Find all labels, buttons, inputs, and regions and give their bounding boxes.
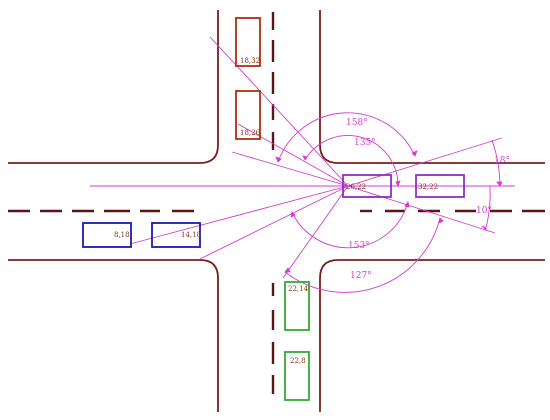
vehicle-label-west-1: 8,18 xyxy=(114,231,130,239)
vehicle-labels: 18,32 18,26 8,18 14,18 22,14 22,8 26,22 … xyxy=(114,57,438,365)
vehicles xyxy=(82,17,465,401)
arrow-head xyxy=(404,201,410,208)
vehicle-label-north-2: 18,26 xyxy=(240,129,261,137)
vehicle-label-center: 26,22 xyxy=(346,183,366,191)
road-edge-sw xyxy=(8,259,219,412)
arrow-heads xyxy=(275,150,503,273)
sight-line xyxy=(231,151,349,187)
vehicle-north-1 xyxy=(235,17,261,67)
arrow-head xyxy=(496,181,503,187)
vehicle-east xyxy=(415,174,465,198)
arrow-head xyxy=(275,156,282,163)
sight-line xyxy=(237,123,349,187)
sight-line xyxy=(347,137,503,187)
road-edge-ne xyxy=(319,10,545,164)
vehicle-center xyxy=(342,174,392,198)
arrow-head xyxy=(438,217,444,224)
vehicle-north-2 xyxy=(235,90,261,140)
angle-label-135: 135° xyxy=(354,138,376,148)
sight-line xyxy=(199,185,349,260)
vehicle-south-1 xyxy=(284,281,310,331)
sight-line xyxy=(209,36,349,187)
arrow-head xyxy=(411,150,418,157)
arrow-head xyxy=(302,155,308,161)
sight-line xyxy=(282,185,349,279)
angle-arc-158 xyxy=(277,112,416,163)
angle-labels: 158° 135° 153° 127° 18° 10° xyxy=(346,118,510,281)
lane-dashes xyxy=(8,12,545,394)
road-edges xyxy=(8,10,545,412)
angle-label-18: 18° xyxy=(494,156,510,166)
angle-arc-10 xyxy=(485,185,491,229)
vehicle-label-south-2: 22,8 xyxy=(290,357,306,365)
angle-label-10: 10° xyxy=(476,206,492,216)
vehicle-west-2 xyxy=(151,222,201,248)
angle-arc-153 xyxy=(291,201,409,249)
vehicle-south-2 xyxy=(284,351,310,401)
arrow-head xyxy=(290,211,296,218)
sight-line xyxy=(129,185,349,245)
vehicle-label-north-1: 18,32 xyxy=(240,57,260,65)
road-edge-nw xyxy=(8,10,219,164)
angle-label-127: 127° xyxy=(350,271,372,281)
arrow-head xyxy=(481,225,487,231)
sight-line xyxy=(347,185,496,234)
angle-label-153: 153° xyxy=(348,241,370,251)
vehicle-label-south-1: 22,14 xyxy=(288,285,309,293)
road-edge-se xyxy=(319,259,545,412)
angle-label-158: 158° xyxy=(346,118,368,128)
vehicle-west-1 xyxy=(82,222,132,248)
vehicle-label-east: 32,22 xyxy=(418,183,438,191)
vehicle-label-west-2: 14,18 xyxy=(181,231,201,239)
sight-lines xyxy=(90,36,515,293)
angle-arc-135 xyxy=(304,135,399,187)
arrow-head xyxy=(284,267,291,273)
arrow-head xyxy=(395,180,401,187)
